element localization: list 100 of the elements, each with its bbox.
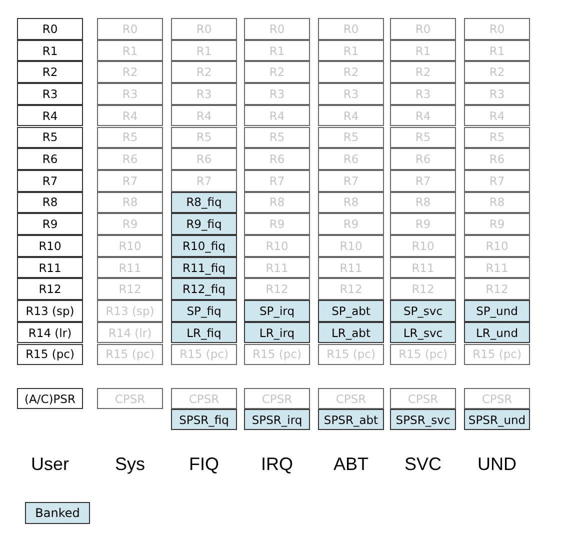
- register-cell: R15 (pc): [464, 344, 530, 366]
- register-cell: R11: [390, 256, 456, 278]
- column-heading: ABT: [334, 454, 368, 475]
- register-cell: SP_fiq: [171, 300, 237, 322]
- register-cell: R7: [464, 170, 530, 192]
- register-cell: R11: [244, 256, 310, 278]
- register-cell: R7: [390, 170, 456, 192]
- register-cell: SPSR_abt: [318, 409, 384, 430]
- register-cell: R1: [171, 40, 237, 62]
- register-cell: R8: [318, 192, 384, 214]
- register-cell: R1: [17, 40, 83, 62]
- register-cell: R14 (lr): [97, 322, 163, 344]
- register-cell: R15 (pc): [318, 344, 384, 366]
- legend-key: Banked: [25, 502, 90, 524]
- register-cell: R3: [318, 83, 384, 105]
- register-cell: R10: [97, 235, 163, 257]
- register-cell: R7: [17, 170, 83, 192]
- register-cell: R0: [171, 18, 237, 40]
- column-heading: User: [31, 454, 69, 475]
- register-cell: R8: [244, 192, 310, 214]
- register-cell: R12: [17, 278, 83, 300]
- register-cell: R13 (sp): [97, 300, 163, 322]
- register-cell: LR_fiq: [171, 322, 237, 344]
- register-cell: R15 (pc): [244, 344, 310, 366]
- register-cell: R6: [464, 148, 530, 170]
- register-cell: R2: [244, 61, 310, 84]
- register-cell: R12: [97, 278, 163, 300]
- register-cell: R4: [390, 104, 456, 126]
- register-cell: R0: [390, 18, 456, 40]
- register-cell: R10: [17, 235, 83, 257]
- register-cell: SPSR_und: [464, 409, 530, 430]
- register-cell: R8: [17, 192, 83, 214]
- register-cell: R5: [390, 126, 456, 148]
- register-cell: R3: [464, 83, 530, 105]
- register-cell: R3: [171, 83, 237, 105]
- register-cell: R11_fiq: [171, 256, 237, 278]
- register-cell: R11: [17, 256, 83, 278]
- register-cell: R15 (pc): [97, 344, 163, 366]
- register-cell: SP_und: [464, 300, 530, 322]
- register-cell: R5: [318, 126, 384, 148]
- register-cell: R10: [318, 235, 384, 257]
- column-heading: UND: [478, 454, 516, 475]
- register-cell: R1: [97, 40, 163, 62]
- register-cell: R5: [171, 126, 237, 148]
- register-cell: R5: [97, 126, 163, 148]
- register-cell: R9: [464, 213, 530, 235]
- register-cell: SPSR_irq: [244, 409, 310, 430]
- register-cell: SPSR_svc: [390, 409, 456, 430]
- register-cell: R15 (pc): [390, 344, 456, 366]
- register-cell: R11: [97, 256, 163, 278]
- column-heading: Sys: [115, 454, 145, 475]
- register-cell: R2: [464, 61, 530, 84]
- register-cell: R1: [390, 40, 456, 62]
- register-cell: R12: [318, 278, 384, 300]
- register-cell: R11: [318, 256, 384, 278]
- register-cell: R4: [17, 104, 83, 126]
- register-cell: R4: [244, 104, 310, 126]
- register-cell: R2: [97, 61, 163, 84]
- register-cell: R15 (pc): [171, 344, 237, 366]
- register-cell: R3: [17, 83, 83, 105]
- register-cell: R10_fiq: [171, 235, 237, 257]
- register-cell: R8: [390, 192, 456, 214]
- register-cell: R12: [464, 278, 530, 300]
- register-cell: R1: [318, 40, 384, 62]
- register-cell: R12_fiq: [171, 278, 237, 300]
- register-cell: R9: [97, 213, 163, 235]
- register-cell: SP_irq: [244, 300, 310, 322]
- register-cell: R6: [318, 148, 384, 170]
- register-cell: R5: [17, 126, 83, 148]
- register-cell: R0: [244, 18, 310, 40]
- register-cell: CPSR: [318, 388, 384, 409]
- register-cell: R10: [244, 235, 310, 257]
- register-cell: CPSR: [464, 388, 530, 409]
- register-cell: CPSR: [97, 388, 163, 409]
- register-cell: CPSR: [171, 388, 237, 409]
- register-cell: R4: [318, 104, 384, 126]
- register-cell: LR_irq: [244, 322, 310, 344]
- register-cell: R1: [244, 40, 310, 62]
- register-cell: R10: [464, 235, 530, 257]
- register-cell: R4: [97, 104, 163, 126]
- register-cell: R8_fiq: [171, 192, 237, 214]
- register-cell: SPSR_fiq: [171, 409, 237, 430]
- register-cell: R3: [390, 83, 456, 105]
- register-cell: R13 (sp): [17, 300, 83, 322]
- register-cell: R7: [244, 170, 310, 192]
- register-cell: CPSR: [390, 388, 456, 409]
- column-heading: FIQ: [189, 454, 219, 475]
- register-cell: R0: [97, 18, 163, 40]
- register-cell: LR_svc: [390, 322, 456, 344]
- register-cell: R6: [97, 148, 163, 170]
- register-cell: R12: [244, 278, 310, 300]
- register-cell: R2: [318, 61, 384, 84]
- register-cell: R12: [390, 278, 456, 300]
- register-cell: R6: [17, 148, 83, 170]
- register-cell: R8: [97, 192, 163, 214]
- register-cell: R7: [318, 170, 384, 192]
- register-cell: R9: [17, 213, 83, 235]
- register-cell: R2: [390, 61, 456, 84]
- register-cell: R6: [171, 148, 237, 170]
- register-cell: R8: [464, 192, 530, 214]
